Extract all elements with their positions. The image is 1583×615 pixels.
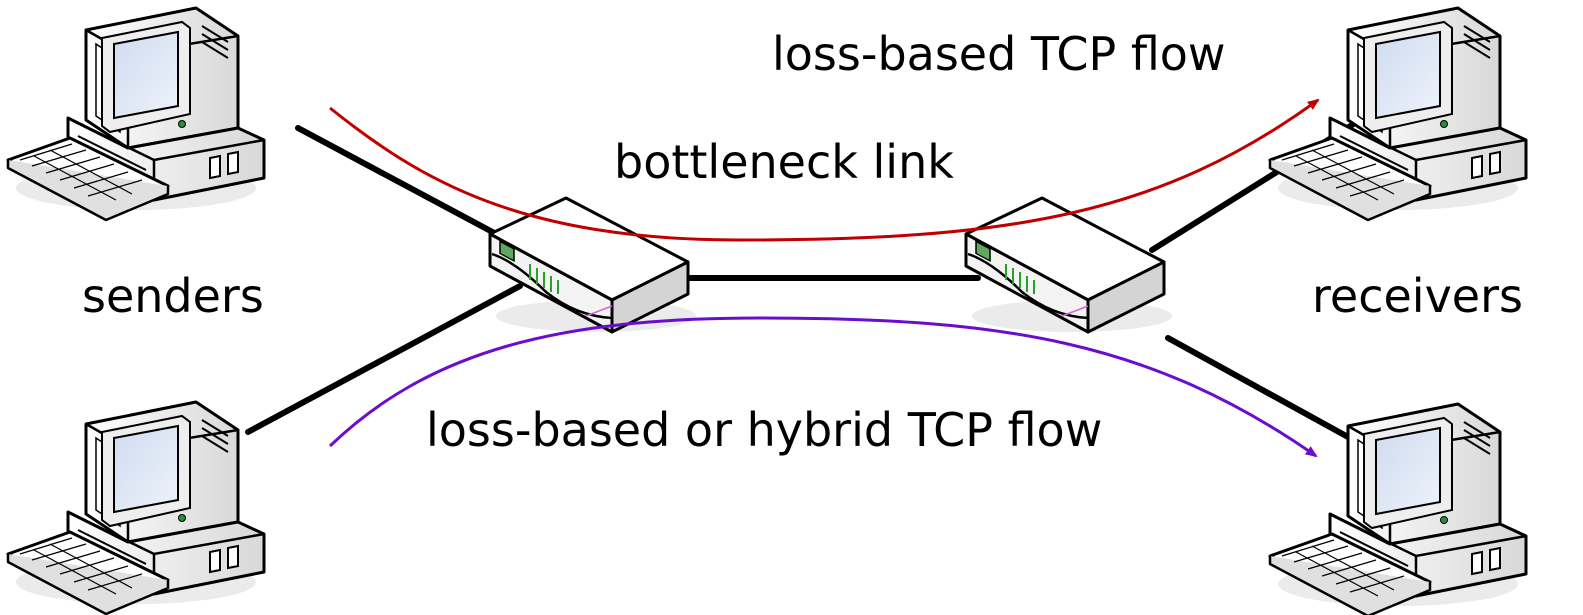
sender-computer-icon-bottom [6,400,266,615]
hybrid-flow-label: loss-based or hybrid TCP flow [426,403,1102,457]
receivers-label: receivers [1312,269,1523,323]
senders-label: senders [82,269,264,323]
link-sender-top [295,125,503,239]
link-sender-bottom [245,283,523,435]
receiver-computer-icon-top [1268,6,1528,222]
router-icon-right [964,196,1174,334]
receiver-computer-icon-bottom [1268,402,1528,615]
loss-based-flow-label: loss-based TCP flow [772,27,1226,81]
hybrid-flow-arrow [328,316,1318,458]
router-icon-left [488,196,698,334]
sender-computer-icon-top [6,6,266,222]
bottleneck-link-label: bottleneck link [614,135,954,189]
loss-based-flow-arrow [329,98,1320,242]
